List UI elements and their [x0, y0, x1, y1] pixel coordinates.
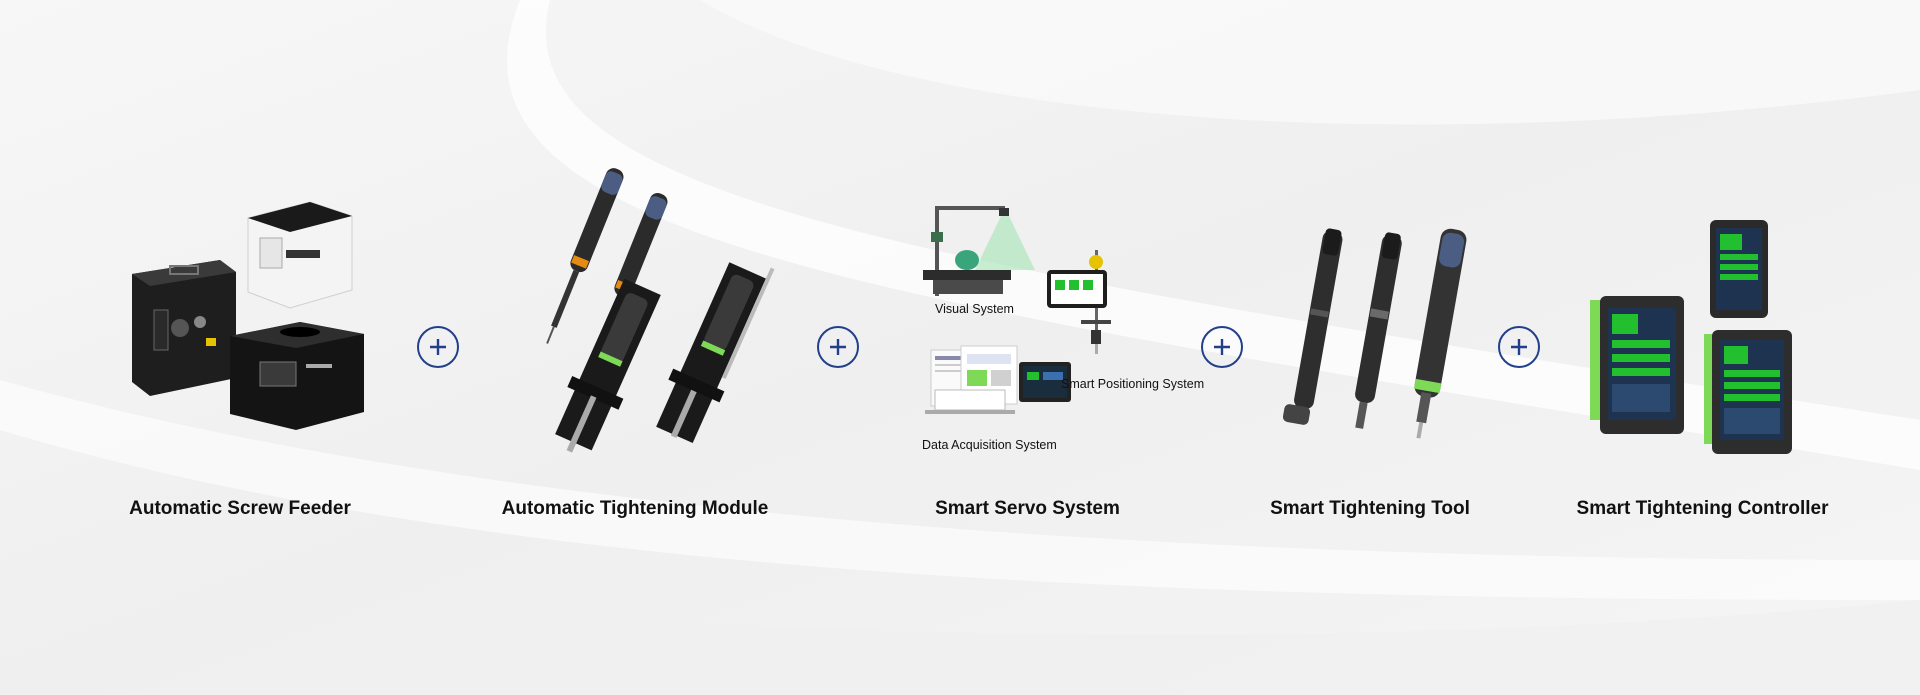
plus-icon — [1498, 326, 1540, 368]
tightening-controller-image — [1590, 220, 1792, 454]
screw-feeder-image — [132, 201, 364, 430]
product-automatic-screw-feeder[interactable]: Automatic Screw Feeder — [110, 0, 370, 695]
product-title: Smart Tightening Controller — [1576, 498, 1829, 519]
plus-icon — [1201, 326, 1243, 368]
tightening-tool-image — [1282, 228, 1467, 439]
product-title: Automatic Screw Feeder — [129, 498, 351, 519]
servo-system-image — [923, 206, 1111, 414]
tightening-module-image — [546, 168, 775, 453]
product-title: Smart Tightening Tool — [1270, 498, 1470, 519]
product-smart-tightening-tool[interactable]: Smart Tightening Tool — [1250, 0, 1490, 695]
subsystem-label-smart-positioning-system: Smart Positioning System — [1061, 377, 1205, 391]
plus-icon — [417, 326, 459, 368]
product-smart-tightening-controller[interactable]: Smart Tightening Controller — [1560, 0, 1845, 695]
product-title: Smart Servo System — [935, 498, 1120, 519]
subsystem-label-data-acquisition-system: Data Acquisition System — [922, 438, 1057, 452]
product-automatic-tightening-module[interactable]: Automatic Tightening Module — [480, 0, 790, 695]
product-title: Automatic Tightening Module — [501, 498, 769, 519]
plus-icon — [817, 326, 859, 368]
product-smart-servo-system[interactable]: Visual System Smart Positioning System D… — [895, 0, 1204, 695]
subsystem-label-visual-system: Visual System — [935, 302, 1014, 316]
